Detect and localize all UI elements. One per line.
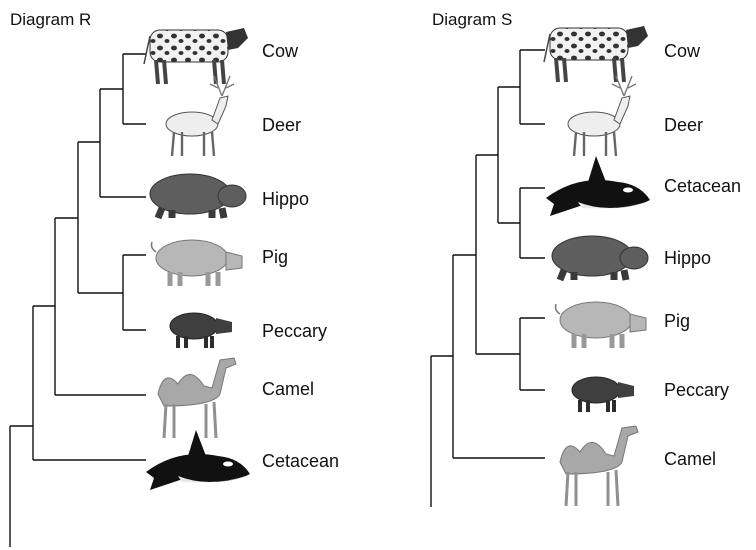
r-cow-deer-clade [122,53,146,125]
s-pig-peccary-clade [519,317,545,391]
taxon-label-cow: Cow [664,41,701,61]
diagram-s-icons [542,24,650,508]
taxon-label-cow: Cow [262,41,299,61]
diagram-s-title: Diagram S [432,10,513,29]
taxon-label-peccary: Peccary [664,380,730,400]
cetacean-icon [146,430,250,490]
s-cow-deer-clade [519,49,545,125]
cetacean-icon [546,156,650,216]
taxon-label-pig: Pig [262,247,289,267]
pig-icon [556,302,647,348]
s-root [430,355,453,507]
diagram-r-title: Diagram R [10,10,92,29]
taxon-label-deer: Deer [664,115,704,135]
peccary-icon [168,311,234,350]
taxon-label-hippo: Hippo [262,189,310,209]
diagram-r-tree [9,53,146,547]
camel-icon [558,424,640,508]
taxon-label-pig: Pig [664,311,691,331]
cow-icon [142,26,250,86]
taxon-label-cetacean: Cetacean [262,451,340,471]
taxon-label-hippo: Hippo [664,248,712,268]
camel-icon [156,356,238,440]
r-cetacean-join [32,305,146,461]
r-ruminant-hippo-clade [99,88,146,198]
deer-icon [164,74,236,158]
peccary-icon [570,375,636,414]
r-root [9,425,33,547]
pig-icon [152,240,243,286]
s-cetacean-hippo-clade [519,187,545,259]
cow-icon [542,24,650,84]
deer-icon [566,74,638,158]
r-pig-peccary-clade [122,254,146,331]
taxon-label-deer: Deer [262,115,302,135]
taxon-label-camel: Camel [664,449,717,469]
diagram-s-tree [430,49,545,507]
s-camel-join [452,254,545,459]
taxon-label-cetacean: Cetacean [664,176,742,196]
taxon-label-camel: Camel [262,379,315,399]
r-camel-join [54,217,146,396]
diagram-r-icons [142,26,250,490]
s-whippomorph-ruminant-clade [497,86,520,224]
taxon-label-peccary: Peccary [262,321,328,341]
hippo-icon [552,236,648,280]
hippo-icon [150,174,246,218]
